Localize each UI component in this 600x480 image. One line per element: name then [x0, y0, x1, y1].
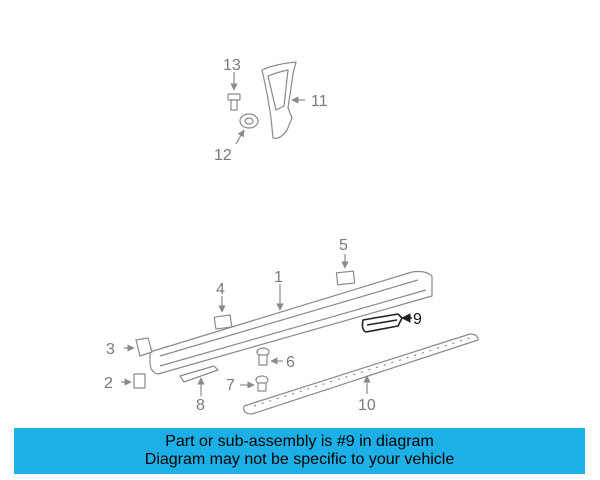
- banner-line-2: Diagram may not be specific to your vehi…: [144, 451, 455, 468]
- callout-9: 9: [413, 311, 422, 328]
- callout-11: 11: [311, 93, 328, 110]
- bracket-part-3: 3: [106, 337, 153, 358]
- pad-part-5: 5: [335, 237, 356, 286]
- callout-13: 13: [223, 57, 241, 74]
- clip-part-12: 12: [214, 113, 259, 164]
- pushpin-part-7: 7: [226, 375, 269, 394]
- callout-5: 5: [339, 237, 348, 254]
- callout-8: 8: [196, 397, 205, 414]
- callout-6: 6: [286, 354, 295, 371]
- bracket-part-9: 9: [361, 311, 422, 333]
- callout-7: 7: [226, 377, 235, 394]
- pad-part-4: 4: [213, 281, 233, 330]
- info-banner: Part or sub-assembly is #9 in diagram Di…: [14, 428, 585, 474]
- pillar-trim-part-11: 11: [261, 61, 328, 139]
- callout-3: 3: [106, 341, 115, 358]
- rocker-panel-part-1: 1: [149, 269, 433, 375]
- callout-10: 10: [358, 397, 376, 414]
- callout-1: 1: [274, 269, 283, 286]
- callout-2: 2: [104, 375, 113, 392]
- pushpin-part-6: 6: [256, 347, 295, 371]
- strip-part-8: 8: [179, 365, 219, 414]
- callout-12: 12: [214, 147, 232, 164]
- clip-part-2: 2: [104, 373, 146, 392]
- screw-part-13: 13: [223, 57, 241, 111]
- moulding-part-10: 10: [243, 333, 479, 415]
- callout-4: 4: [216, 281, 225, 298]
- banner-line-1: Part or sub-assembly is #9 in diagram: [165, 433, 434, 450]
